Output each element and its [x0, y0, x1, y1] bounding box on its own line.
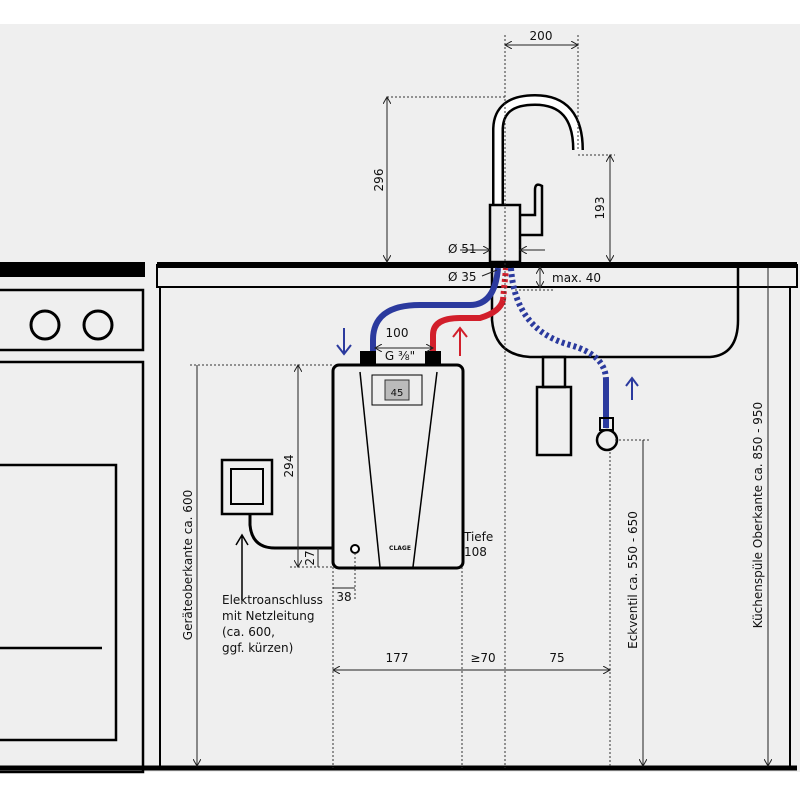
oven — [0, 262, 145, 774]
dim-faucet-height: 296 — [372, 169, 386, 192]
dim-socket-offset-v: 27 — [303, 550, 317, 565]
cold-in-arrow-icon — [336, 328, 352, 356]
dim-thread: G ⅜" — [385, 349, 415, 363]
dim-device-width: 177 — [386, 651, 409, 665]
svg-text:mit Netzleitung: mit Netzleitung — [222, 609, 315, 623]
svg-text:ggf. kürzen): ggf. kürzen) — [222, 641, 293, 655]
dim-device-height: 294 — [282, 455, 296, 478]
dim-gap: ≥70 — [470, 651, 495, 665]
dim-sink-top-height: Küchenspüle Oberkante ca. 850 - 950 — [751, 402, 765, 628]
dim-depth-value: 108 — [464, 545, 487, 559]
dimension-lines — [197, 45, 768, 766]
brand-logo: CLAGE — [389, 545, 411, 552]
dim-spout-reach: 200 — [530, 29, 553, 43]
cable-entry-icon — [350, 544, 360, 554]
oven-knob-icon — [29, 309, 61, 341]
dim-depth-label: Tiefe — [463, 530, 493, 544]
dim-valve-height: Eckventil ca. 550 - 650 — [626, 511, 640, 649]
dim-counter-thickness: max. 40 — [552, 271, 601, 285]
cabinet — [0, 262, 798, 771]
sink-bowl — [490, 268, 740, 359]
dim-spout-height: 193 — [593, 197, 607, 220]
dim-faucet-diameter: Ø 51 — [448, 242, 477, 256]
svg-text:Elektroanschluss: Elektroanschluss — [222, 593, 323, 607]
water-heater: 45 CLAGE — [331, 351, 465, 570]
hot-outlet-hose — [430, 299, 506, 352]
power-cable — [248, 514, 333, 550]
dim-hole-diameter: Ø 35 — [448, 270, 477, 284]
control-panel — [371, 374, 423, 406]
power-socket-icon — [220, 458, 274, 516]
svg-text:(ca. 600,: (ca. 600, — [222, 625, 275, 639]
hot-hose-hidden — [500, 267, 509, 301]
cold-supply-hose — [370, 267, 501, 352]
electrical-note: Elektroanschluss mit Netzleitung (ca. 60… — [222, 593, 323, 655]
dim-socket-offset-h: 38 — [336, 590, 351, 604]
cold-supply-arrow-icon — [625, 376, 639, 400]
cable-pointer-arrow-icon — [235, 533, 249, 600]
dim-valve-offset: 75 — [549, 651, 564, 665]
oven-knob-icon — [82, 309, 114, 341]
hot-out-arrow-icon — [452, 326, 468, 356]
dim-connector-spacing: 100 — [386, 326, 409, 340]
dim-device-top-height: Geräteoberkante ca. 600 — [181, 490, 195, 640]
temperature-display: 45 — [391, 388, 404, 399]
sink-siphon — [535, 355, 573, 457]
